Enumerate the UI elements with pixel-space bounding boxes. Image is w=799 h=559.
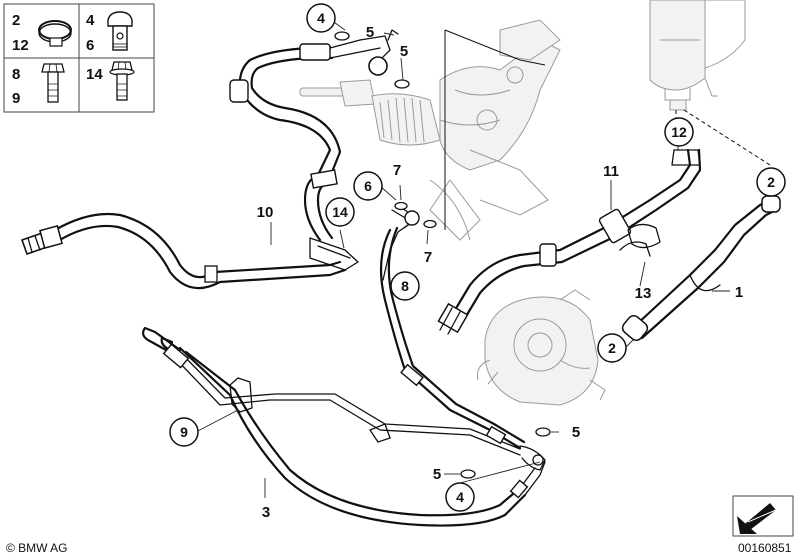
callout-labels: 4 5 5 12 2 11 7 6 7 10 14 8 1 13 2 9 5 5… xyxy=(169,3,786,521)
callout-1: 1 xyxy=(735,284,743,301)
callout-3: 3 xyxy=(262,504,270,521)
callout-2-top: 2 xyxy=(767,174,775,190)
copyright-brand: © BMW AG xyxy=(6,541,68,555)
hose-upper xyxy=(229,29,399,242)
callout-5-b: 5 xyxy=(400,43,408,60)
callout-4-bottom: 4 xyxy=(456,489,464,505)
legend-number: 9 xyxy=(12,90,20,107)
direction-arrow-icon xyxy=(732,495,794,537)
fluid-reservoir xyxy=(649,0,746,111)
callout-4-top: 4 xyxy=(317,10,325,26)
hex-screw-icon xyxy=(109,61,135,101)
callout-9: 9 xyxy=(180,424,188,440)
legend-number: 8 xyxy=(12,66,20,83)
hose-11 xyxy=(437,148,702,335)
parts-legend: 2 12 4 6 8 9 14 xyxy=(3,3,155,113)
legend-number: 12 xyxy=(12,37,29,54)
callout-5-c: 5 xyxy=(572,424,580,441)
hollow-bolt-icon xyxy=(107,11,133,51)
hex-bolt-icon xyxy=(41,63,65,103)
legend-number: 14 xyxy=(86,66,103,83)
legend-number: 2 xyxy=(12,12,20,29)
hose-clamp-icon xyxy=(38,20,72,47)
callout-7-b: 7 xyxy=(424,249,432,266)
hose-10 xyxy=(20,212,359,290)
callout-13: 13 xyxy=(635,285,652,302)
callout-10: 10 xyxy=(257,204,274,221)
callout-2-mid: 2 xyxy=(608,340,616,356)
power-steering-pump xyxy=(477,289,606,406)
legend-number: 4 xyxy=(86,12,95,29)
pressure-hose xyxy=(379,226,546,471)
callout-12: 12 xyxy=(671,124,687,140)
callout-6: 6 xyxy=(364,178,372,194)
steering-rack xyxy=(299,19,561,241)
pipe-9 xyxy=(160,336,521,456)
callout-5-d: 5 xyxy=(433,466,441,483)
callout-7-a: 7 xyxy=(393,162,401,179)
hose-3 xyxy=(141,326,546,527)
callout-5-a: 5 xyxy=(366,24,374,41)
legend-number: 6 xyxy=(86,37,94,54)
callout-14: 14 xyxy=(332,204,348,220)
pipe-rack-feed xyxy=(382,205,420,281)
callout-11: 11 xyxy=(603,163,619,180)
diagram-number: 00160851 xyxy=(738,541,792,555)
callout-8: 8 xyxy=(401,278,409,294)
